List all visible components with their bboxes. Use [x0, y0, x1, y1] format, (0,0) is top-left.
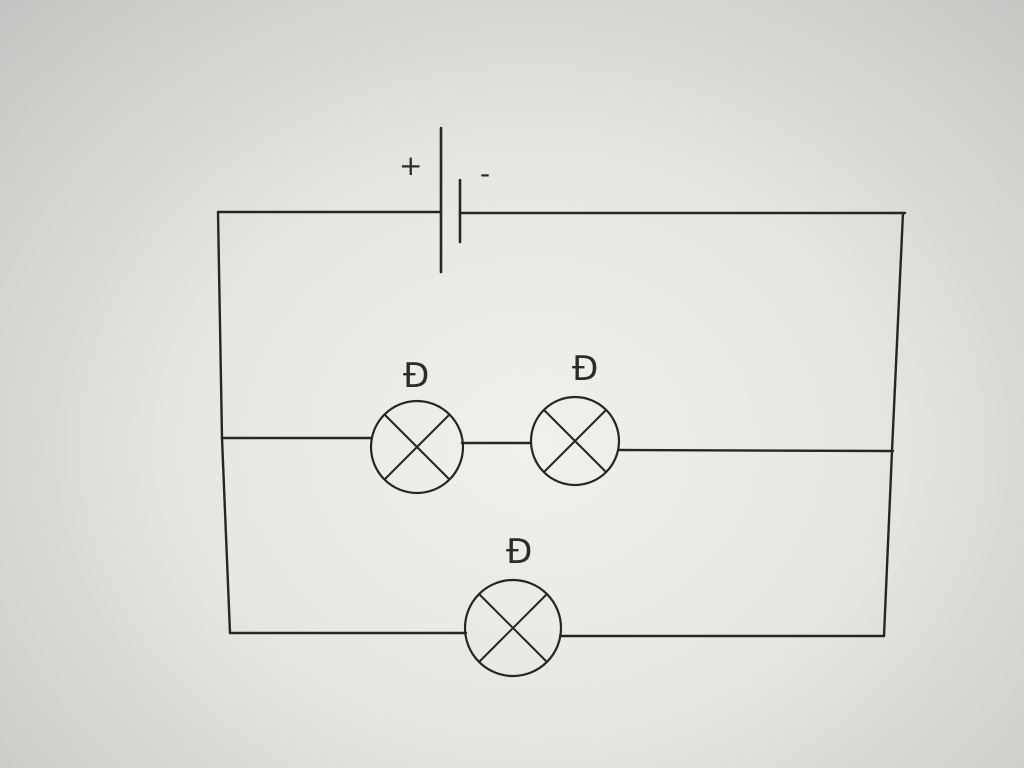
wire-left-lower	[220, 436, 232, 635]
lamp-3-cross-b	[478, 593, 548, 663]
battery-negative-sign: -	[480, 157, 490, 190]
lamp-3: Đ	[463, 532, 563, 678]
lamp-1-circle	[369, 399, 465, 495]
lamp-2-cross-b	[543, 409, 607, 473]
lamp-1: Đ	[369, 356, 465, 495]
wire-left-upper	[216, 210, 224, 440]
battery-positive-sign: +	[399, 149, 422, 182]
lamp-2-circle	[529, 395, 621, 487]
lamp-1-label: Đ	[403, 356, 429, 396]
lamp-2-label: Đ	[572, 349, 598, 389]
lamp-3-label: Đ	[506, 532, 532, 572]
lamp-1-cross-b	[383, 413, 451, 481]
battery: + -	[399, 126, 490, 274]
wire-right-lower	[882, 449, 894, 638]
lamp-3-circle	[463, 578, 563, 678]
wire-right-upper	[890, 211, 905, 453]
lamp-2: Đ	[529, 349, 621, 487]
wire-middle-right	[617, 448, 895, 453]
